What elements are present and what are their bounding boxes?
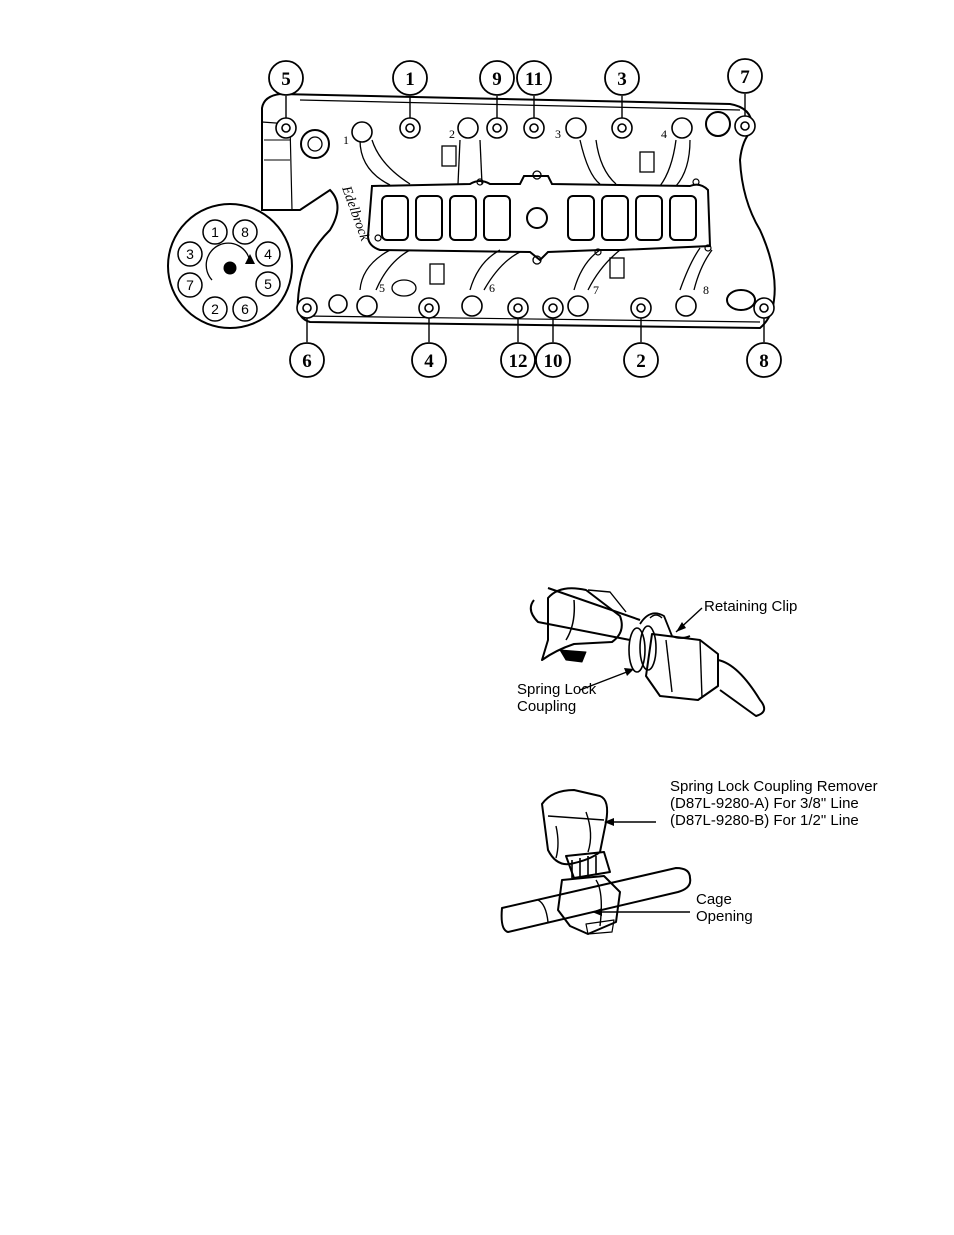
torque-sequence-number: 6 <box>302 351 312 372</box>
runner-port-number: 7 <box>593 283 599 297</box>
cylinder-bubble: 3 <box>178 242 202 266</box>
torque-sequence-number: 12 <box>509 351 528 372</box>
cylinder-number: 4 <box>264 246 272 262</box>
remover-line3: (D87L-9280-B) For 1/2" Line <box>670 812 878 829</box>
cylinder-bubble: 7 <box>178 273 202 297</box>
cylinder-bubble: 6 <box>233 297 257 321</box>
torque-sequence-number: 4 <box>424 351 434 372</box>
runner-port-number: 5 <box>379 281 385 295</box>
runner-port-number: 1 <box>343 133 349 147</box>
retaining-clip-label: Retaining Clip <box>704 598 797 615</box>
cylinder-number: 3 <box>186 246 194 262</box>
stud-boss <box>672 118 692 138</box>
runner-port-number: 3 <box>555 127 561 141</box>
torque-sequence-bubble: 9 <box>480 61 514 95</box>
stud-boss <box>458 118 478 138</box>
runner-port <box>416 196 442 240</box>
torque-sequence-bubble: 2 <box>624 343 658 377</box>
manifold-logo: Edelbrock <box>338 183 372 243</box>
cage-line2: Opening <box>696 908 753 925</box>
cylinder-bubble: 4 <box>256 242 280 266</box>
cylinder-bubble: 2 <box>203 297 227 321</box>
gasket-plate <box>368 176 710 260</box>
remover-line2: (D87L-9280-A) For 3/8" Line <box>670 795 878 812</box>
stud-boss <box>566 118 586 138</box>
torque-sequence-bubble: 11 <box>517 61 551 95</box>
torque-sequence-bubble: 7 <box>728 59 762 93</box>
cylinder-bubble: 5 <box>256 272 280 296</box>
torque-sequence-number: 7 <box>740 67 750 88</box>
torque-sequence-bubble: 5 <box>269 61 303 95</box>
runner-port <box>568 196 594 240</box>
torque-sequence-bubble: 3 <box>605 61 639 95</box>
cage-opening-label: Cage Opening <box>696 891 753 925</box>
stud-boss <box>568 296 588 316</box>
manifold-outline <box>262 94 775 328</box>
runner-port <box>484 196 510 240</box>
cage-line1: Cage <box>696 891 753 908</box>
runner-port-number: 2 <box>449 127 455 141</box>
runner-port <box>382 196 408 240</box>
runner-port <box>636 196 662 240</box>
cylinder-bubble: 8 <box>233 220 257 244</box>
stud-boss <box>676 296 696 316</box>
torque-sequence-bubble: 4 <box>412 343 446 377</box>
spring-lock-line2: Coupling <box>517 698 596 715</box>
cylinder-number: 7 <box>186 277 194 293</box>
runner-port-number: 6 <box>489 281 495 295</box>
stud-boss <box>352 122 372 142</box>
runner-port <box>602 196 628 240</box>
cylinder-number: 1 <box>211 224 219 240</box>
cylinder-number: 8 <box>241 224 249 240</box>
cylinder-bubble: 1 <box>203 220 227 244</box>
stud-boss <box>357 296 377 316</box>
runner-port <box>450 196 476 240</box>
runner-port <box>670 196 696 240</box>
torque-sequence-bubble: 6 <box>290 343 324 377</box>
torque-sequence-number: 9 <box>492 69 502 90</box>
torque-sequence-bubble: 10 <box>536 343 570 377</box>
runner-port-number: 8 <box>703 283 709 297</box>
cylinder-number: 6 <box>241 301 249 317</box>
torque-sequence-number: 3 <box>617 69 627 90</box>
spring-lock-line1: Spring Lock <box>517 681 596 698</box>
cylinder-number: 2 <box>211 301 219 317</box>
torque-sequence-number: 2 <box>636 351 646 372</box>
firing-order-dial: 1 84 56 2 7 3 <box>168 204 292 328</box>
torque-sequence-number: 11 <box>525 69 543 90</box>
torque-sequence-bubble: 12 <box>501 343 535 377</box>
torque-sequence-number: 5 <box>281 69 291 90</box>
torque-sequence-bubble: 1 <box>393 61 427 95</box>
spring-lock-coupling-label: Spring Lock Coupling <box>517 681 596 715</box>
coupling-remover-label: Spring Lock Coupling Remover (D87L-9280-… <box>670 778 878 829</box>
remover-line1: Spring Lock Coupling Remover <box>670 778 878 795</box>
torque-sequence-number: 10 <box>544 351 563 372</box>
stud-boss <box>462 296 482 316</box>
torque-sequence-bubble: 8 <box>747 343 781 377</box>
runner-port-number: 4 <box>661 127 667 141</box>
cylinder-number: 5 <box>264 276 272 292</box>
torque-sequence-number: 8 <box>759 351 769 372</box>
torque-sequence-number: 1 <box>405 69 415 90</box>
